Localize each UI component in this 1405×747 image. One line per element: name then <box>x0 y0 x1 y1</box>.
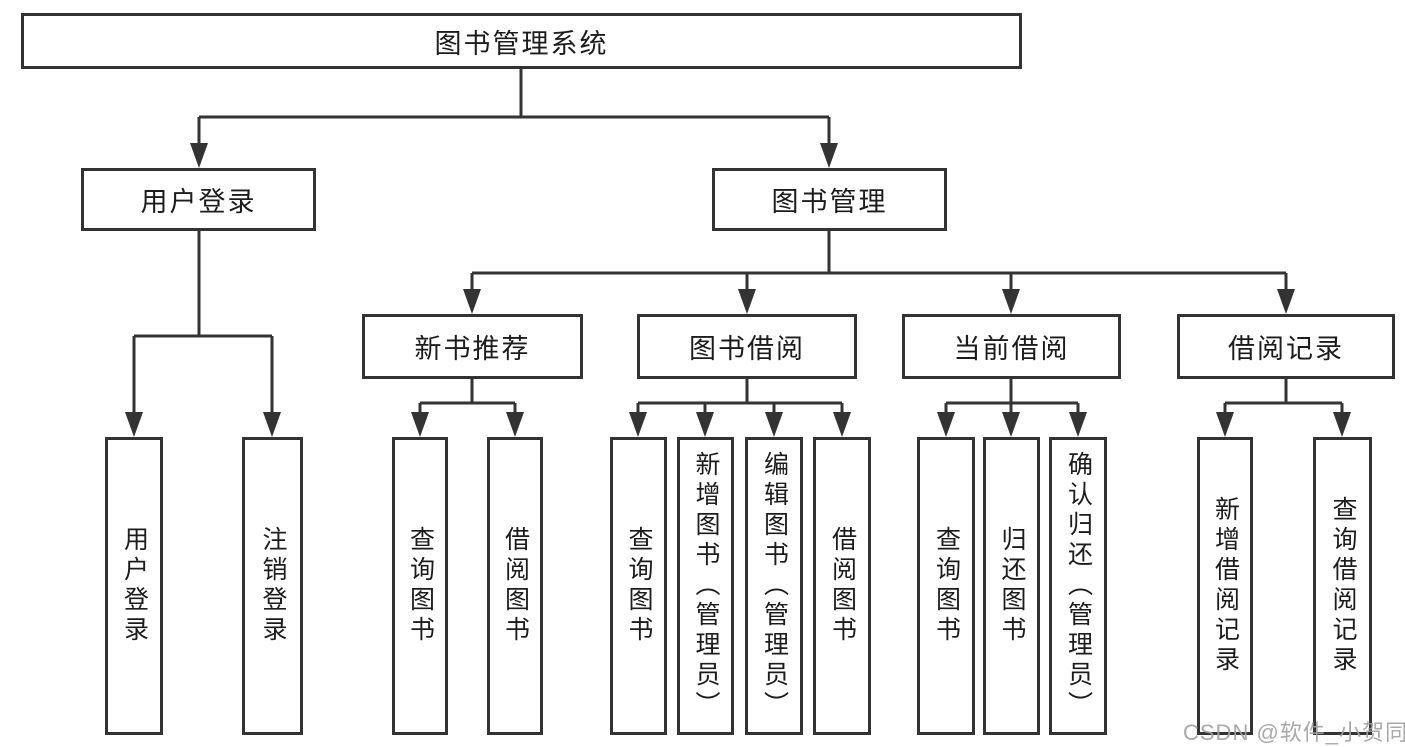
node-borrow-records: 借阅记录 <box>1177 314 1395 379</box>
arrow-down-icon <box>506 412 524 437</box>
node-new-book-recommend: 新书推荐 <box>362 314 583 379</box>
leaf-bb-query-books: 查询图书 <box>610 437 667 735</box>
leaf-bb-query-books-label: 查询图书 <box>625 526 653 646</box>
arrow-down-icon <box>738 289 756 314</box>
node-book-borrow-label: 图书借阅 <box>689 334 805 364</box>
node-book-management: 图书管理 <box>712 168 947 231</box>
leaf-logout: 注销登录 <box>242 437 303 735</box>
arrow-down-icon <box>1277 289 1295 314</box>
leaf-bb-edit-books-admin: 编辑图书（管理员） <box>745 437 803 735</box>
arrow-down-icon <box>1069 412 1087 437</box>
node-book-management-label: 图书管理 <box>771 187 888 217</box>
csdn-watermark: CSDN @软件_小贺同学 <box>1183 720 1405 745</box>
leaf-nbr-borrow-books: 借阅图书 <box>487 437 543 735</box>
node-new-book-recommend-label: 新书推荐 <box>414 334 531 364</box>
connector-borrow-records-children <box>1216 379 1351 437</box>
leaf-cb-query-books-label: 查询图书 <box>932 526 961 646</box>
arrow-down-icon <box>1002 412 1020 437</box>
connector-user-login-children <box>125 231 281 437</box>
leaf-user-login: 用户登录 <box>105 437 163 735</box>
leaf-logout-label: 注销登录 <box>259 526 287 646</box>
arrow-down-icon <box>1333 412 1351 437</box>
arrow-down-icon <box>263 412 281 437</box>
arrow-down-icon <box>1002 289 1020 314</box>
leaf-bb-add-books-admin-label: 新增图书（管理员） <box>692 451 720 721</box>
leaf-user-login-label: 用户登录 <box>120 526 149 646</box>
leaf-nbr-borrow-books-label: 借阅图书 <box>501 526 530 646</box>
connector-current-borrow-children <box>937 379 1087 437</box>
leaf-bb-edit-books-admin-label: 编辑图书（管理员） <box>760 451 789 721</box>
leaf-br-query-record: 查询借阅记录 <box>1313 437 1372 735</box>
leaf-nbr-query-books: 查询图书 <box>392 437 448 735</box>
arrow-down-icon <box>411 412 429 437</box>
leaf-cb-return-books: 归还图书 <box>983 437 1040 735</box>
arrow-down-icon <box>937 412 955 437</box>
node-user-login: 用户登录 <box>81 168 316 231</box>
connector-book-management-children <box>463 231 1295 314</box>
node-current-borrow: 当前借阅 <box>902 314 1121 379</box>
arrow-down-icon <box>629 412 647 437</box>
connector-book-borrow-children <box>629 379 851 437</box>
leaf-cb-return-books-label: 归还图书 <box>998 526 1026 646</box>
leaf-bb-borrow-books-label: 借阅图书 <box>828 526 857 646</box>
connector-root-to-level2 <box>190 69 838 168</box>
leaf-br-query-record-label: 查询借阅记录 <box>1329 496 1357 676</box>
connector-new-book-recommend-children <box>411 379 524 437</box>
node-user-login-label: 用户登录 <box>140 187 257 217</box>
node-book-borrow: 图书借阅 <box>637 314 857 379</box>
node-borrow-records-label: 借阅记录 <box>1228 334 1344 364</box>
leaf-br-add-record-label: 新增借阅记录 <box>1211 496 1240 676</box>
arrow-down-icon <box>833 412 851 437</box>
node-current-borrow-label: 当前借阅 <box>953 334 1070 364</box>
leaf-cb-confirm-return-admin-label: 确认归还（管理员） <box>1064 451 1093 721</box>
arrow-down-icon <box>1216 412 1234 437</box>
leaf-bb-borrow-books: 借阅图书 <box>813 437 871 735</box>
leaf-nbr-query-books-label: 查询图书 <box>406 526 435 646</box>
arrow-down-icon <box>125 412 143 437</box>
leaf-cb-query-books: 查询图书 <box>917 437 975 735</box>
node-root: 图书管理系统 <box>21 13 1022 69</box>
arrow-down-icon <box>820 143 838 168</box>
leaf-bb-add-books-admin: 新增图书（管理员） <box>677 437 734 735</box>
arrow-down-icon <box>765 412 783 437</box>
arrow-down-icon <box>696 412 714 437</box>
leaf-br-add-record: 新增借阅记录 <box>1197 437 1253 735</box>
node-root-label: 图书管理系统 <box>434 28 609 59</box>
arrow-down-icon <box>463 289 481 314</box>
leaf-cb-confirm-return-admin: 确认归还（管理员） <box>1049 437 1107 735</box>
arrow-down-icon <box>190 143 208 168</box>
